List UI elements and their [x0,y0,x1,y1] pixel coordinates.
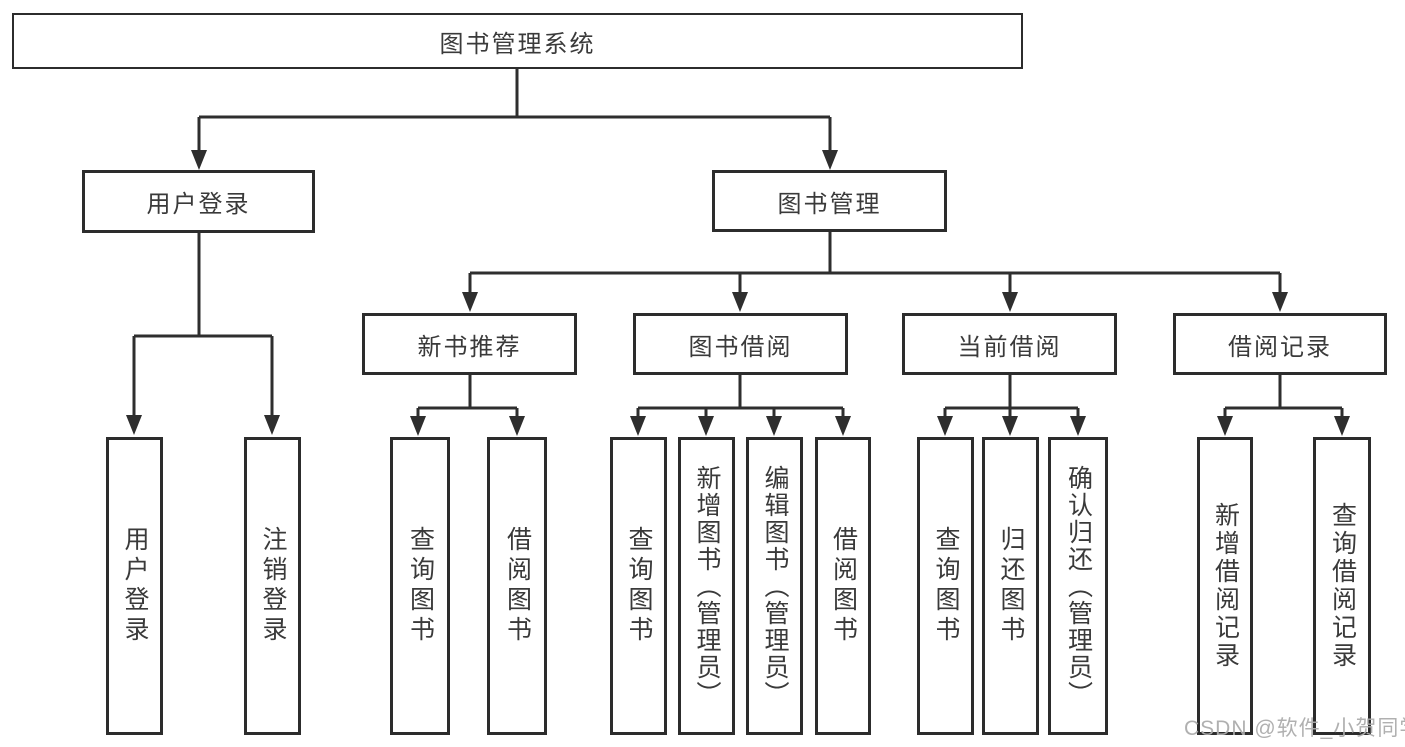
node-borrow-record-label: 借阅记录 [1228,333,1332,361]
node-nbr-query: 查询图书 [390,437,450,735]
node-current-borrow-label: 当前借阅 [957,333,1062,361]
node-nbr-borrow: 借阅图书 [487,437,547,735]
node-nbr-borrow-label: 借阅图书 [503,526,532,646]
node-root: 图书管理系统 [12,13,1023,69]
node-bb-add-label: 新增图书（管理员） [693,464,721,708]
connector-user-login-to-children [126,233,280,435]
node-book-borrow-label: 图书借阅 [688,333,793,361]
node-cb-query-label: 查询图书 [932,526,960,646]
connector-borrow-record-to-children [1217,375,1350,436]
node-bb-query: 查询图书 [610,437,667,735]
node-user-login-action-label: 用户登录 [121,526,149,646]
connector-root-to-level2 [191,69,838,170]
node-current-borrow: 当前借阅 [902,313,1117,375]
node-nbr-query-label: 查询图书 [406,526,435,646]
node-bb-borrow: 借阅图书 [815,437,871,735]
connector-new-book-rec-to-children [410,375,525,436]
node-cb-return: 归还图书 [982,437,1039,735]
node-bb-query-label: 查询图书 [625,526,653,646]
node-cb-query: 查询图书 [917,437,974,735]
node-br-add: 新增借阅记录 [1197,437,1253,735]
csdn-watermark: CSDN @软件_小贺同学 [1184,717,1405,740]
node-cb-confirm: 确认归还（管理员） [1048,437,1108,735]
node-bb-edit: 编辑图书（管理员） [746,437,803,735]
node-user-login-label: 用户登录 [146,191,251,218]
node-bb-add: 新增图书（管理员） [678,437,735,735]
node-br-query: 查询借阅记录 [1313,437,1371,735]
node-root-label: 图书管理系统 [439,30,596,58]
node-new-book-rec: 新书推荐 [362,313,577,375]
node-logout-action-label: 注销登录 [259,526,287,646]
node-br-query-label: 查询借阅记录 [1328,502,1357,670]
node-cb-return-label: 归还图书 [997,526,1025,646]
node-new-book-rec-label: 新书推荐 [417,333,522,361]
connector-book-borrow-to-children [630,375,851,436]
node-br-add-label: 新增借阅记录 [1211,502,1240,670]
connector-book-mgmt-to-level3 [462,232,1288,312]
node-bb-borrow-label: 借阅图书 [829,526,858,646]
node-bb-edit-label: 编辑图书（管理员） [761,464,789,708]
node-book-borrow: 图书借阅 [633,313,848,375]
node-cb-confirm-label: 确认归还（管理员） [1064,464,1093,708]
connector-current-borrow-to-children [937,375,1086,436]
node-book-mgmt-label: 图书管理 [777,190,882,218]
node-borrow-record: 借阅记录 [1173,313,1387,375]
node-user-login: 用户登录 [82,170,315,233]
node-user-login-action: 用户登录 [106,437,163,735]
node-book-mgmt: 图书管理 [712,170,947,232]
node-logout-action: 注销登录 [244,437,301,735]
